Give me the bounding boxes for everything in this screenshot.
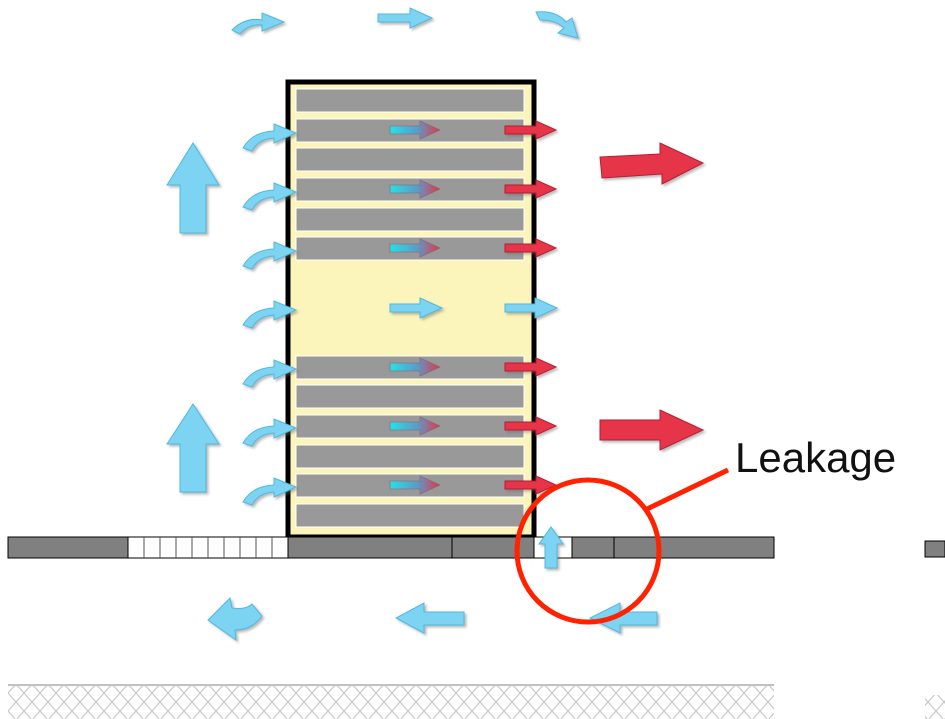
leakage-label: Leakage: [735, 434, 897, 481]
raised-floor: [7, 536, 945, 559]
underfloor-arrows: [207, 596, 658, 642]
cool-flow-arrow-icon: [389, 297, 444, 319]
hot-flow-arrow-icon: [504, 238, 558, 258]
return-arrow-icon: [394, 602, 465, 634]
floor-tile: [613, 536, 775, 559]
rack: [295, 207, 525, 232]
intake-arrow-icon: [242, 241, 298, 270]
leak-callout-line: [643, 467, 730, 513]
rack-flow-arrow-icon: [389, 475, 441, 495]
floor-tile: [451, 536, 535, 559]
rack: [295, 147, 525, 172]
floor-tile: [287, 536, 453, 559]
rack-flow-arrow-icon: [389, 357, 441, 377]
rack: [295, 88, 525, 113]
leak-arrow-icon: [538, 526, 564, 569]
hot-flow-arrow-icon: [504, 416, 558, 436]
intake-arrow-icon: [242, 359, 298, 388]
large-hot-arrow-icon: [599, 409, 705, 451]
intake-arrows: [242, 123, 298, 506]
top-arrow-2-icon: [377, 7, 434, 29]
intake-arrow-icon: [242, 477, 298, 506]
top-arrow-3-icon: [535, 11, 579, 39]
floor-tile: [571, 536, 615, 559]
rack: [295, 444, 525, 469]
rack-flow-arrow-icon: [389, 120, 441, 140]
hot-flow-arrow-icon: [504, 357, 558, 377]
intake-arrow-icon: [242, 418, 298, 447]
through-rack-arrows: [389, 120, 441, 495]
rising-air-arrows: [166, 142, 220, 493]
return-arrow-icon: [588, 602, 658, 634]
top-arrow-1-icon: [231, 12, 286, 35]
intake-arrow-icon: [242, 300, 298, 329]
rack-flow-arrow-icon: [389, 238, 441, 258]
perforated-tile-grid: [143, 537, 273, 558]
rack-flow-arrow-icon: [389, 179, 441, 199]
ground-partial: [925, 695, 945, 719]
cool-flow-arrow-icon: [504, 297, 559, 319]
intake-arrow-icon: [242, 123, 298, 152]
rising-arrow-lower-icon: [166, 403, 220, 493]
top-airflow-arrows: [231, 7, 579, 39]
floor-tile-partial: [924, 540, 945, 558]
intake-arrow-icon: [242, 182, 298, 211]
hot-flow-arrow-icon: [504, 120, 558, 140]
ground: [8, 685, 774, 719]
middle-cool-arrows: [389, 297, 559, 319]
floor-tile: [7, 536, 129, 559]
hot-flow-arrow-icon: [504, 475, 558, 495]
leak-circle-icon: [514, 477, 662, 625]
rising-arrow-upper-icon: [166, 142, 220, 234]
large-hot-arrow-icon: [599, 142, 705, 185]
rack: [295, 384, 525, 409]
rack: [295, 503, 525, 528]
return-arrow-icon: [207, 596, 263, 642]
hot-flow-arrow-icon: [504, 179, 558, 199]
exhaust-arrows: [504, 120, 705, 495]
rack-flow-arrow-icon: [389, 416, 441, 436]
